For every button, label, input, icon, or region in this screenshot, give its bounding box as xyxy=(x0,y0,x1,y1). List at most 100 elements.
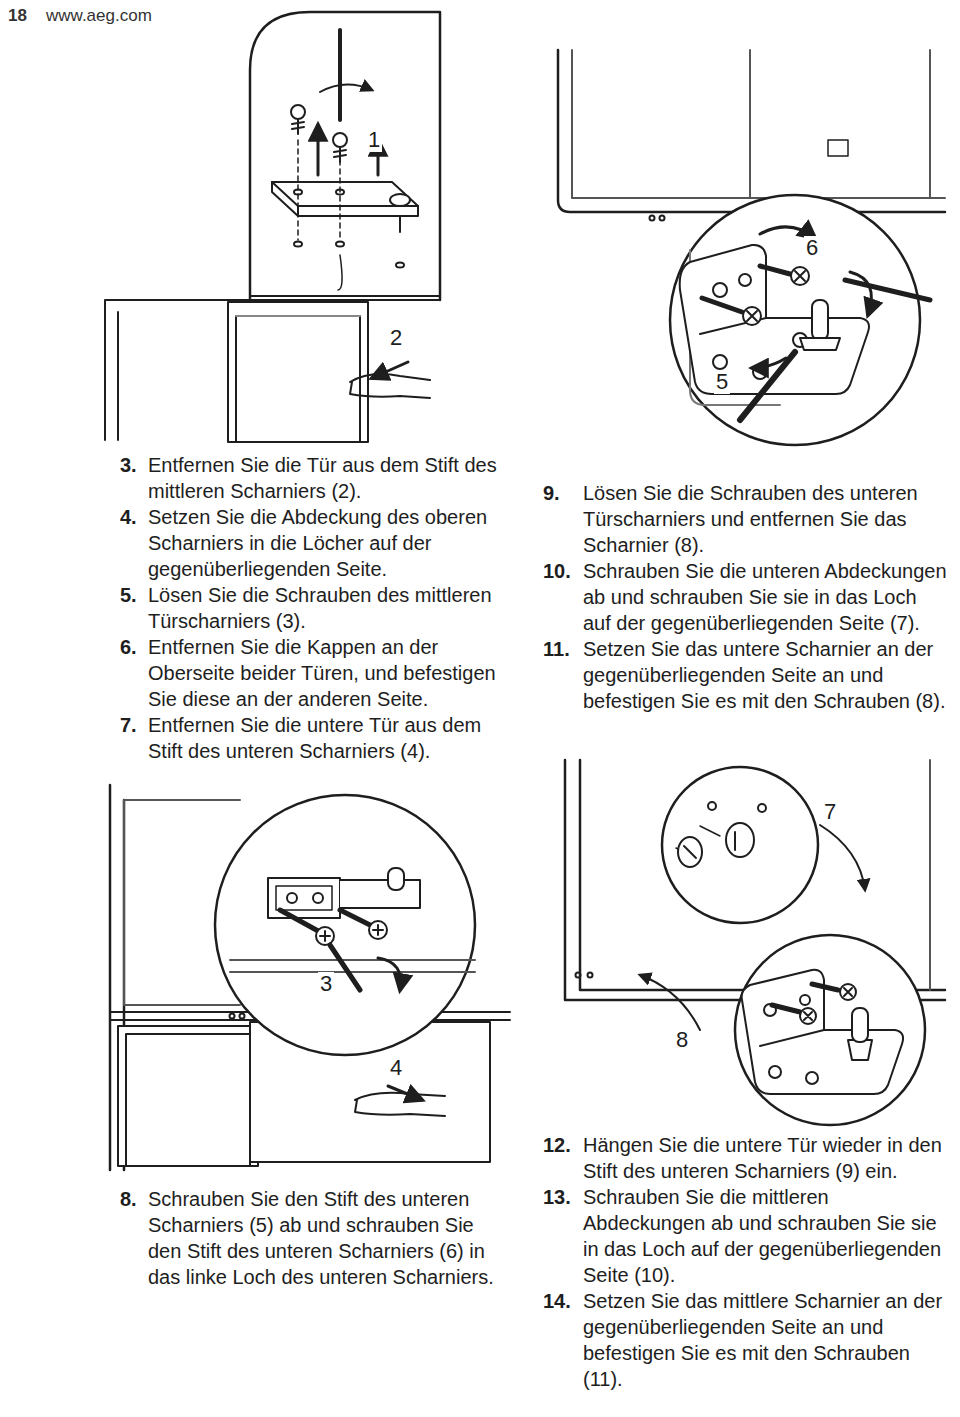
step-text: Setzen Sie das untere Scharnier an der g… xyxy=(583,636,948,714)
callout-number: 4 xyxy=(388,1056,404,1080)
step: 6.Entfernen Sie die Kappen an der Oberse… xyxy=(120,634,520,712)
illustration-part xyxy=(680,245,869,394)
illustration-part xyxy=(640,975,700,1030)
step-number: 12. xyxy=(543,1132,583,1158)
step-text: Setzen Sie die Abdeckung des oberen Scha… xyxy=(148,504,520,582)
step-number: 3. xyxy=(120,452,148,478)
illustration-part xyxy=(272,182,418,206)
step-number: 11. xyxy=(543,636,583,662)
callout-number: 2 xyxy=(388,326,404,350)
step-list: 8.Schrauben Sie den Stift des unteren Sc… xyxy=(120,1186,510,1290)
illustration-part xyxy=(804,1012,812,1020)
step: 7.Entfernen Sie die untere Tür aus dem S… xyxy=(120,712,520,764)
illustration-part xyxy=(752,358,786,368)
illustration-part xyxy=(734,832,736,850)
callout-number: 8 xyxy=(674,1028,690,1052)
step-text: Hängen Sie die untere Tür wieder in den … xyxy=(583,1132,948,1184)
callout-number: 6 xyxy=(804,236,820,260)
step: 11.Setzen Sie das untere Scharnier an de… xyxy=(543,636,948,714)
illustration-part xyxy=(388,868,404,890)
step-number: 5. xyxy=(120,582,148,608)
illustration-part xyxy=(739,274,751,286)
illustration-part xyxy=(317,125,320,175)
lower-hinge-figure-top-right xyxy=(558,50,945,445)
step: 14.Setzen Sie das mittlere Scharnier an … xyxy=(543,1288,948,1392)
illustration-part xyxy=(795,271,805,281)
illustration-part xyxy=(338,255,342,290)
illustration-part xyxy=(708,802,716,810)
illustration-part xyxy=(215,795,475,1055)
illustration-part xyxy=(369,921,387,939)
illustration-part xyxy=(800,995,810,1005)
illustration-part xyxy=(558,50,945,212)
illustration-part xyxy=(378,958,401,990)
illustration-part xyxy=(844,988,852,996)
illustration-part xyxy=(118,1026,258,1166)
illustration-part xyxy=(228,302,368,442)
step: 12.Hängen Sie die untere Tür wieder in d… xyxy=(543,1132,948,1184)
illustration-part xyxy=(333,133,347,147)
illustration-part xyxy=(713,355,727,369)
illustration-part xyxy=(373,925,383,935)
illustration-part xyxy=(399,216,401,232)
step-number: 8. xyxy=(120,1186,148,1212)
step-list: 9.Lösen Sie die Schrauben des unteren Tü… xyxy=(543,480,948,714)
step-number: 7. xyxy=(120,712,148,738)
illustration-part xyxy=(340,880,420,908)
page-number: 18 xyxy=(8,6,27,26)
website: www.aeg.com xyxy=(46,6,152,26)
step: 10.Schrauben Sie die unteren Abdeckungen… xyxy=(543,558,948,636)
step-text: Schrauben Sie die unteren Abdeckungen ab… xyxy=(583,558,948,636)
middle-hinge-figure xyxy=(110,785,510,1170)
step-number: 14. xyxy=(543,1288,583,1314)
illustration-part xyxy=(735,935,925,1125)
step-list: 12.Hängen Sie die untere Tür wieder in d… xyxy=(543,1132,948,1392)
step-list: 3.Entfernen Sie die Tür aus dem Stift de… xyxy=(120,452,520,764)
callout-number: 7 xyxy=(822,800,838,824)
callout-number: 1 xyxy=(366,128,382,152)
step-text: Schrauben Sie die mittleren Abdeckungen … xyxy=(583,1184,948,1288)
step: 4.Setzen Sie die Abdeckung des oberen Sc… xyxy=(120,504,520,582)
illustration-part xyxy=(713,283,727,297)
illustration-part xyxy=(355,1093,445,1116)
illustration-part xyxy=(396,263,404,268)
illustration-part xyxy=(236,316,360,442)
illustration-part xyxy=(230,960,475,972)
illustration-part xyxy=(236,315,360,317)
step: 5.Lösen Sie die Schrauben des mittleren … xyxy=(120,582,520,634)
lower-door-figure xyxy=(565,760,945,1125)
step: 13.Schrauben Sie die mittleren Abdeckung… xyxy=(543,1184,948,1288)
illustration-part xyxy=(334,147,346,162)
step-text: Setzen Sie das mittlere Scharnier an der… xyxy=(583,1288,948,1392)
illustration-part xyxy=(820,825,865,890)
illustration-part xyxy=(292,119,304,134)
illustration-part xyxy=(684,846,696,858)
illustration-part xyxy=(850,272,871,315)
illustration-part xyxy=(316,927,334,945)
illustration-part xyxy=(287,893,297,903)
illustration-part xyxy=(240,1014,245,1019)
illustration-part xyxy=(126,1034,250,1166)
illustration-part xyxy=(806,1072,818,1084)
illustration-part xyxy=(662,767,818,923)
step: 9.Lösen Sie die Schrauben des unteren Tü… xyxy=(543,480,948,558)
illustration-part xyxy=(250,12,440,300)
illustration-part xyxy=(845,280,930,300)
illustration-part xyxy=(828,140,848,156)
illustration-part xyxy=(294,242,302,247)
illustration-part xyxy=(800,338,840,350)
illustration-part xyxy=(230,1014,235,1019)
illustration-part xyxy=(350,374,430,398)
illustration-part xyxy=(702,266,790,312)
callout-number: 5 xyxy=(714,370,730,394)
illustration-part xyxy=(388,1086,422,1100)
step-text: Entfernen Sie die Kappen an der Oberseit… xyxy=(148,634,520,712)
illustration-part xyxy=(670,195,920,445)
illustration-part xyxy=(678,837,702,867)
illustration-part xyxy=(769,1066,781,1078)
illustration-part xyxy=(758,804,766,812)
callout-number: 3 xyxy=(318,972,334,996)
illustration-part xyxy=(740,352,795,420)
illustration-part xyxy=(852,1008,868,1042)
step-number: 10. xyxy=(543,558,583,584)
